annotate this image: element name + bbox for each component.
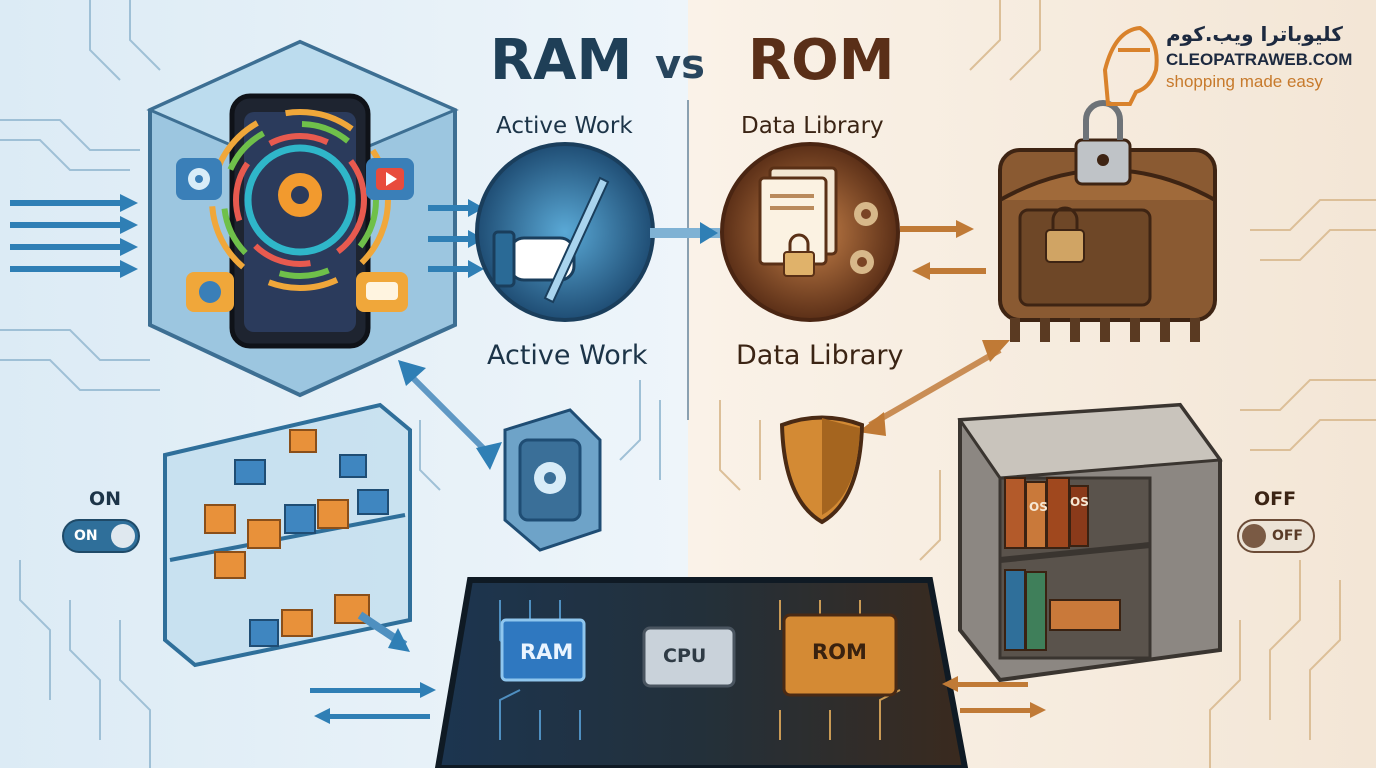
- play-icon: [366, 158, 414, 200]
- hand-pen-icon: [492, 176, 610, 304]
- chat-icon: [356, 272, 408, 312]
- chip-pins: [1010, 318, 1200, 342]
- gear-icon: [176, 158, 222, 200]
- board-ram-label: RAM: [520, 640, 574, 664]
- bookshelf-icon: [957, 402, 1223, 683]
- title-ram: RAM: [490, 28, 633, 93]
- gear-icon: [850, 202, 878, 274]
- chat-icon: [186, 272, 234, 312]
- rom-label-top: Data Library: [741, 113, 884, 139]
- rom-label-mid: Data Library: [736, 340, 904, 371]
- on-heading: ON: [89, 488, 122, 510]
- brand-logo-icon: [1102, 25, 1159, 106]
- rom-chip: [782, 613, 898, 697]
- rom-arrows: [900, 220, 986, 280]
- lock-icon: [1074, 100, 1132, 186]
- circuit-traces-right: [719, 0, 1376, 768]
- title-rom: ROM: [748, 28, 895, 93]
- book-spine-label: OS: [1070, 495, 1089, 509]
- ram-label-mid: Active Work: [487, 340, 648, 371]
- off-toggle-label: OFF: [1271, 528, 1303, 544]
- ram-label-top: Active Work: [496, 113, 633, 139]
- on-toggle: ON: [62, 519, 140, 553]
- board-rom-label: ROM: [812, 640, 867, 664]
- brand-tagline: shopping made easy: [1166, 72, 1323, 91]
- incoming-arrows: [10, 194, 138, 278]
- active-work-orb: [475, 142, 655, 322]
- off-toggle: OFF: [1237, 519, 1315, 553]
- toggle-knob: [1242, 524, 1266, 548]
- chest-icon: [998, 100, 1217, 342]
- gear-icon: [278, 173, 322, 217]
- bottom-arrows: [310, 676, 1046, 724]
- diagonal-arrows: [398, 340, 1010, 470]
- lock-icon: [783, 233, 815, 277]
- orb-connector: [650, 222, 720, 244]
- shield-icon: [779, 415, 865, 525]
- ram-chip: [500, 618, 586, 682]
- toggle-knob: [111, 524, 135, 548]
- chip-icon: [503, 408, 602, 552]
- title-vs: vs: [655, 42, 705, 88]
- circuit-traces-left: [0, 0, 661, 768]
- ram-memory-cube: [146, 39, 459, 398]
- brand-english: CLEOPATRAWEB.COM: [1166, 50, 1353, 69]
- data-library-orb: [720, 142, 900, 322]
- circuit-board: [434, 577, 969, 768]
- book-spine-label: OS: [1029, 500, 1048, 514]
- brand-arabic: كليوباترا ويب.كوم: [1166, 22, 1343, 46]
- document-icon: [758, 166, 838, 266]
- cpu-chip: [642, 626, 736, 688]
- ram-glass-shelf: [163, 402, 412, 668]
- board-cpu-label: CPU: [663, 645, 707, 667]
- on-toggle-label: ON: [74, 528, 98, 544]
- off-heading: OFF: [1254, 488, 1297, 510]
